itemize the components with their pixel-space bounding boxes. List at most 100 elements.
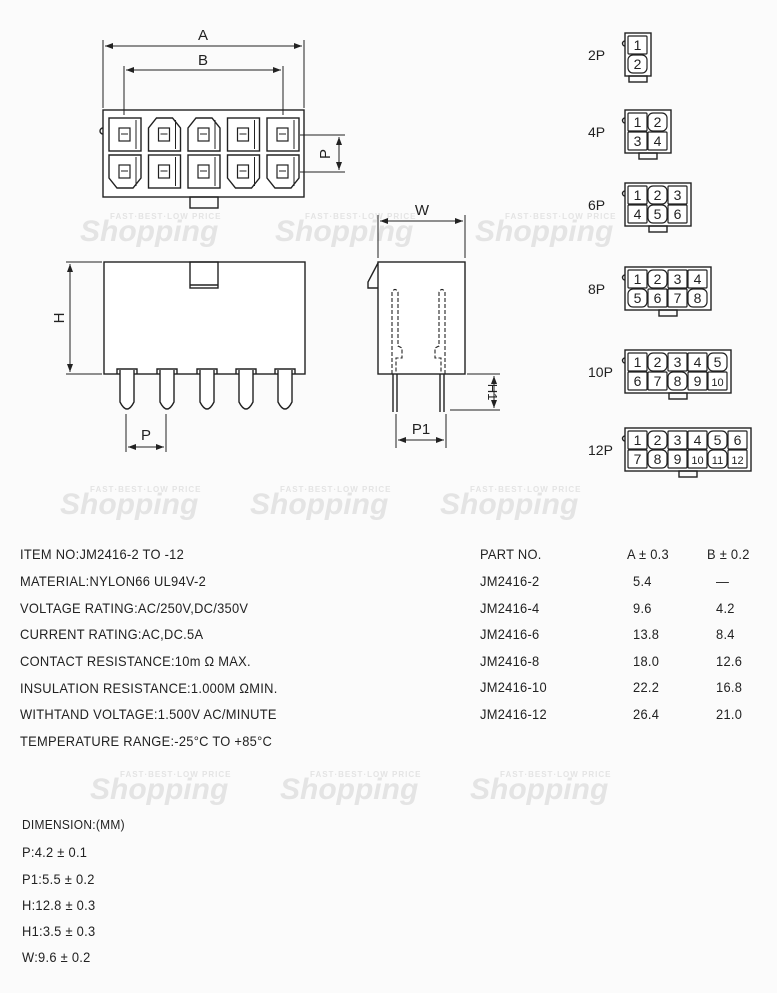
pin-cell: 3: [667, 185, 688, 205]
terminal-pin: [156, 368, 178, 410]
pin-cell: 2: [647, 112, 668, 132]
pin-cell: 1: [627, 269, 648, 289]
pin-cell: 2: [627, 54, 648, 74]
pin-cavity: [147, 117, 182, 152]
dim-label-b: B: [198, 52, 208, 69]
dim-label-p-pitch: P: [141, 427, 151, 444]
table-cell: 16.8: [716, 679, 743, 696]
variant-label: 2P: [588, 47, 605, 63]
pin-cell: 6: [727, 430, 748, 450]
pin-cavity: [187, 154, 221, 189]
pin-number: 4: [694, 271, 702, 287]
variant-label: 12P: [588, 442, 613, 458]
pin-cell: 5: [707, 352, 728, 372]
spec-item: VOLTAGE RATING:AC/250V,DC/350V: [20, 600, 249, 616]
pin-cell: 4: [647, 131, 668, 151]
front-view: H P: [51, 261, 306, 452]
pin-cell: 2: [647, 269, 668, 289]
pin-number: 11: [712, 455, 723, 467]
pin-number: 9: [674, 451, 682, 467]
pin-cavity: [226, 117, 261, 152]
pin-number: 3: [674, 432, 682, 448]
table-cell: JM2416-12: [480, 706, 547, 722]
pin-cell: 10: [707, 371, 728, 391]
pin-cell: 4: [627, 204, 648, 224]
pin-number: 10: [711, 377, 723, 389]
variant-label: 10P: [588, 364, 613, 380]
pin-cell: 2: [647, 352, 668, 372]
table-cell: JM2416-10: [480, 679, 547, 696]
pin-number: 8: [694, 290, 702, 306]
pin-cell: 1: [627, 185, 648, 205]
pin-cell: 9: [667, 449, 688, 469]
pin-number: 1: [634, 271, 642, 287]
connector-drawing: A B P H P W: [51, 27, 752, 478]
table-header: A ± 0.3: [627, 546, 669, 562]
spec-item: WITHTAND VOLTAGE:1.500V AC/MINUTE: [20, 706, 277, 722]
pin-cell: 7: [627, 449, 648, 469]
pin-cell: 8: [647, 449, 668, 469]
side-view: W H1 P1: [367, 202, 500, 448]
pin-cell: 7: [667, 288, 688, 308]
pin-cell: 11: [707, 449, 728, 469]
pin-cell: 8: [667, 371, 688, 391]
pin-number: 1: [634, 187, 642, 203]
pin-cell: 2: [647, 430, 668, 450]
pin-cell: 3: [627, 131, 648, 151]
pin-cell: 2: [647, 185, 668, 205]
dimension-item: P1:5.5 ± 0.2: [22, 871, 95, 887]
pin-cavity: [108, 154, 142, 189]
pin-cell: 1: [627, 112, 648, 132]
pin-number: 6: [654, 290, 662, 306]
pin-number: 8: [654, 451, 662, 467]
pin-cell: 5: [647, 204, 668, 224]
table-cell: 26.4: [633, 706, 660, 722]
pin-cell: 12: [727, 449, 748, 469]
pin-cell: 1: [627, 35, 648, 55]
pin-number: 2: [654, 187, 662, 203]
table-cell: JM2416-4: [480, 599, 540, 616]
pin-cell: 3: [667, 430, 688, 450]
pin-number: 3: [674, 354, 682, 370]
pin-number: 6: [674, 206, 682, 222]
pin-number: 7: [654, 373, 662, 389]
pin-number: 3: [634, 133, 642, 149]
pin-cell: 6: [667, 204, 688, 224]
pin-number: 2: [634, 56, 642, 72]
pin-number: 12: [731, 455, 743, 467]
pin-cell: 4: [687, 430, 708, 450]
spec-item: ITEM NO:JM2416-2 TO -12: [20, 546, 185, 562]
pin-cell: 1: [627, 352, 648, 372]
pin-number: 4: [654, 133, 662, 149]
pin-cell: 6: [627, 371, 648, 391]
pin-number: 1: [634, 354, 642, 370]
pin-cell: 10: [687, 449, 708, 469]
dimension-item: H:12.8 ± 0.3: [22, 897, 96, 913]
pin-number: 2: [654, 114, 662, 130]
dim-label-p1: P1: [412, 421, 430, 438]
variant-label: 4P: [588, 124, 605, 140]
pin-number: 1: [634, 432, 642, 448]
table-cell: 4.2: [716, 599, 735, 616]
pin-cell: 7: [647, 371, 668, 391]
pin-number: 8: [674, 373, 682, 389]
terminal-pin: [196, 368, 218, 410]
pin-cell: 3: [667, 352, 688, 372]
dim-label-h1: H1: [485, 384, 500, 401]
table-cell: JM2416-2: [480, 573, 540, 589]
pin-number: 5: [714, 432, 722, 448]
pin-number: 6: [734, 432, 742, 448]
spec-item: CONTACT RESISTANCE:10m Ω MAX.: [20, 653, 251, 669]
table-cell: 13.8: [633, 626, 660, 643]
dim-label-h: H: [51, 313, 68, 324]
table-header: PART NO.: [480, 546, 542, 562]
pin-number: 9: [694, 373, 702, 389]
pin-cell: 4: [687, 269, 708, 289]
